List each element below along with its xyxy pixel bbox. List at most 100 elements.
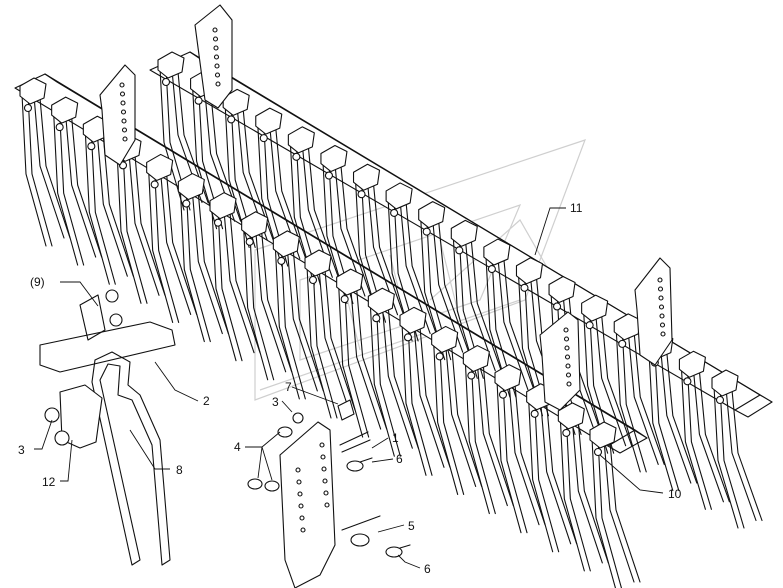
clip-4-a — [277, 426, 293, 438]
front-tine-bracket — [494, 364, 546, 534]
callout-2: 2 — [203, 394, 210, 408]
front-tine-bracket — [19, 77, 71, 247]
clip-4-c — [264, 480, 280, 492]
bolt-5 — [341, 515, 381, 531]
callout-9: (9) — [30, 275, 45, 289]
front-tine-bracket — [272, 230, 324, 400]
plate-hole — [565, 363, 571, 369]
clamp-plate-9 — [79, 294, 106, 341]
front-tine-bracket — [146, 153, 198, 323]
plate-hole — [659, 322, 666, 328]
plate-hole — [657, 286, 664, 292]
callout-6-upper: 6 — [396, 452, 403, 466]
plate-hole — [658, 295, 664, 301]
plate-hole — [213, 54, 220, 60]
bracket-hole — [295, 467, 301, 473]
plate-hole — [564, 345, 570, 351]
callout-12: 12 — [42, 475, 56, 489]
plate-hole — [122, 136, 128, 142]
callout-3-left: 3 — [18, 443, 25, 457]
bolt-1 — [339, 431, 371, 453]
plate-hole — [566, 381, 572, 387]
nut-3-left — [44, 407, 60, 423]
plate-hole — [212, 36, 219, 42]
plate-hole — [563, 327, 569, 333]
mount-bracket-detail — [247, 399, 411, 588]
rear-tine-bracket — [678, 350, 730, 510]
plate-hole — [563, 336, 570, 342]
plate-hole — [214, 72, 221, 78]
rear-tine-bracket — [157, 51, 209, 211]
rear-tine-bracket — [613, 313, 665, 473]
plate-hole — [214, 63, 220, 69]
front-tine-bracket — [431, 325, 483, 495]
callout-5: 5 — [408, 519, 415, 533]
clip-4-b — [247, 478, 263, 490]
plate-hole — [659, 313, 665, 319]
bracket-hole — [297, 491, 303, 497]
callout-1: 1 — [392, 431, 399, 445]
callout-10: 10 — [668, 487, 682, 501]
front-tine-bracket — [209, 192, 261, 362]
front-tine-bracket — [336, 268, 388, 438]
front-tine-bracket — [177, 173, 229, 343]
nut-3-lower — [54, 430, 70, 446]
bushing-7 — [337, 399, 355, 421]
nut-top — [105, 289, 119, 303]
bracket-hole — [324, 502, 330, 508]
front-tine-bracket — [367, 287, 419, 457]
nut-3-center — [292, 412, 304, 424]
spring-tine-8 — [91, 351, 171, 566]
rear-tine-bracket — [418, 201, 470, 361]
nut-mid — [109, 313, 123, 327]
plate-hole — [658, 304, 665, 310]
callout-6-lower: 6 — [424, 562, 431, 576]
callout-labels: (9) 2 3 12 8 3 7 4 1 6 5 6 10 11 — [18, 201, 682, 576]
plate-hole — [564, 354, 571, 360]
u-bolt-2 — [39, 321, 176, 373]
bracket-hole — [320, 454, 326, 460]
bracket-hole — [299, 515, 305, 521]
callout-8: 8 — [176, 463, 183, 477]
plate-hole — [660, 331, 666, 337]
plate-hole — [119, 91, 126, 97]
front-tine-bracket — [462, 345, 514, 515]
plate-hole — [120, 109, 127, 115]
plate-hole — [565, 372, 572, 378]
front-tine-bracket — [589, 421, 641, 588]
pin-6-upper — [346, 460, 364, 472]
plate-hole — [212, 27, 218, 33]
front-tine-bracket — [399, 306, 451, 476]
plate-hole — [120, 100, 126, 106]
mount-bracket — [279, 421, 336, 588]
bracket-hole — [321, 466, 327, 472]
plate-hole — [119, 82, 125, 88]
plate-hole — [215, 81, 221, 87]
front-tine-bracket — [304, 249, 356, 419]
tine-assembly-detail — [39, 289, 176, 566]
bracket-hole — [319, 442, 325, 448]
front-tine-row — [19, 77, 641, 588]
plate-hole — [121, 118, 127, 124]
front-tine-bracket — [241, 211, 293, 381]
bracket-hole — [300, 527, 306, 533]
front-tine-bracket — [557, 402, 609, 572]
rear-tine-bracket — [711, 369, 763, 529]
callout-11: 11 — [570, 201, 583, 215]
callout-7: 7 — [285, 380, 292, 394]
plate-hole — [121, 127, 128, 133]
plate-hole — [657, 277, 663, 283]
front-tine-bracket — [51, 96, 103, 266]
bracket-hole — [296, 479, 302, 485]
pin-6-lower — [385, 546, 403, 558]
bracket-hole — [298, 503, 304, 509]
bracket-hole — [322, 478, 328, 484]
callout-4: 4 — [234, 440, 241, 454]
plate-hole — [213, 45, 219, 51]
callout-3-center: 3 — [272, 395, 279, 409]
leader-lines — [34, 207, 664, 569]
mounting-plates — [99, 4, 673, 411]
pin-5-head — [350, 533, 370, 547]
